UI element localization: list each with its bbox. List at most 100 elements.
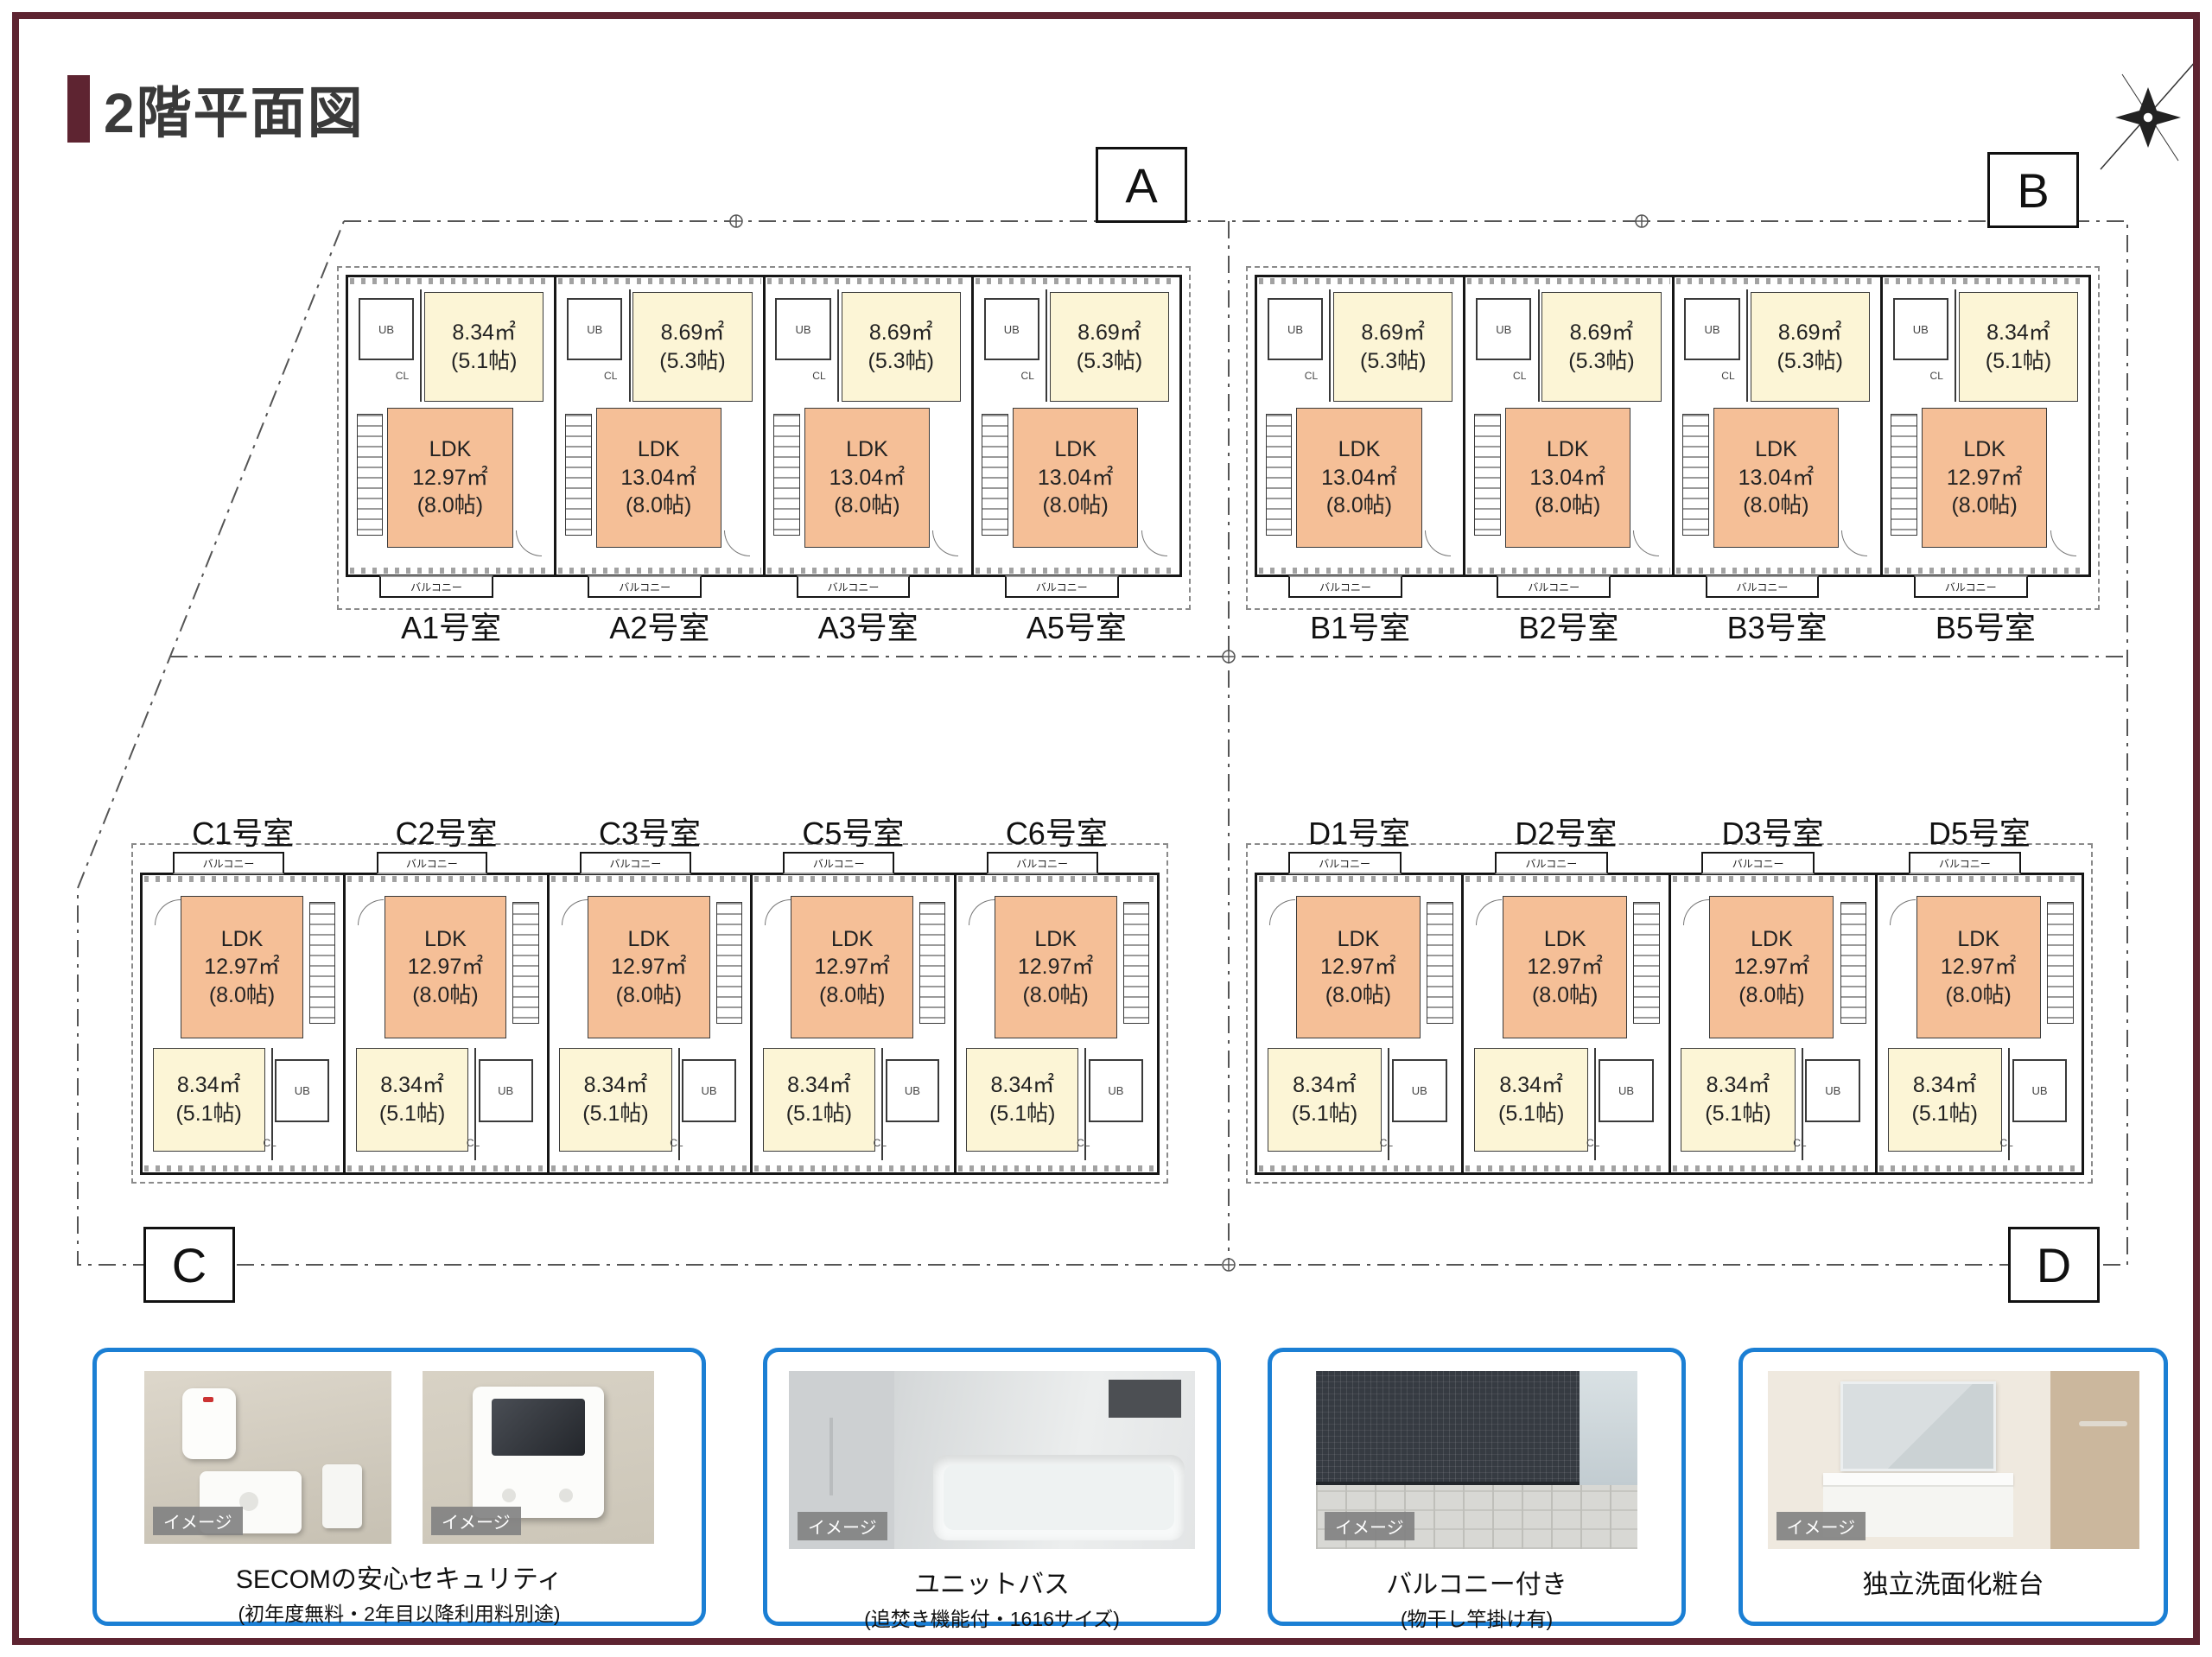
ldk-text: LDK [1337, 926, 1380, 951]
door-arc-icon [1633, 530, 1660, 557]
door-arc-icon [1269, 898, 1296, 925]
closet-label: CL [812, 369, 826, 382]
wall-hatch [1465, 876, 1667, 882]
unit-bath-box: UB [1684, 298, 1740, 361]
unit-bath-box: UB [1391, 1059, 1447, 1122]
closet-label: CL [604, 369, 618, 382]
bedroom-text: 8.69㎡ [1569, 321, 1634, 346]
unit-name-label: C6号室 [1005, 816, 1108, 851]
closet-label: CL [466, 1136, 480, 1149]
ldk-text: LDK [637, 437, 680, 462]
ldk-text: (8.0帖) [1534, 493, 1601, 518]
unit-bath-box: UB [983, 298, 1039, 361]
ldk-text: 13.04㎡ [829, 465, 906, 490]
wall-hatch [1884, 278, 2087, 284]
stairs-icon [1633, 901, 1661, 1024]
wall-hatch [957, 876, 1156, 882]
stairs-icon [564, 414, 592, 536]
ldk-text: 13.04㎡ [1738, 465, 1815, 490]
ldk-text: LDK [1546, 437, 1589, 462]
unit-name-label: D3号室 [1721, 816, 1824, 851]
bedroom-room: 8.34㎡(5.1帖) [966, 1047, 1079, 1152]
bathtub-shape [932, 1455, 1185, 1540]
closet-label: CL [670, 1136, 683, 1149]
wall-hatch [975, 278, 1178, 284]
door-arc-icon [1141, 530, 1167, 557]
bedroom-text: 8.34㎡ [1706, 1073, 1770, 1098]
bedroom-text: (5.1帖) [1498, 1101, 1565, 1126]
wall-hatch [1672, 1165, 1873, 1171]
bedroom-text: (5.3帖) [659, 348, 726, 373]
stairs-icon [356, 414, 384, 536]
unit-name-label: A1号室 [401, 610, 502, 645]
ldk-text: 12.97㎡ [1320, 955, 1396, 980]
image-watermark: イメージ [153, 1507, 243, 1535]
balcony: バルコニー [783, 852, 895, 874]
balcony: バルコニー [796, 575, 911, 598]
feature-photos: イメージ [1767, 1371, 2139, 1549]
vanity-mirror-shape [1840, 1381, 1996, 1471]
wall-hatch [350, 278, 553, 284]
bedroom-room: 8.69㎡(5.3帖) [841, 292, 961, 403]
bedroom-text: 8.34㎡ [1293, 1073, 1357, 1098]
page-title: 2階平面図 [104, 82, 365, 144]
balcony-screen-shape [1316, 1371, 1580, 1485]
unit-bath-box: UB [358, 298, 415, 361]
ldk-text: (8.0帖) [1951, 493, 2018, 518]
closet-label: CL [1077, 1136, 1090, 1149]
unit-bath-box: UB [1892, 298, 1948, 361]
wall-hatch [1467, 568, 1670, 574]
image-watermark: イメージ [431, 1507, 521, 1535]
unit-name-label: B2号室 [1518, 610, 1619, 645]
wall-hatch [347, 1165, 545, 1171]
photo-intercom-monitor: イメージ [423, 1371, 654, 1544]
bedroom-room: 8.34㎡(5.1帖) [1681, 1047, 1796, 1152]
unit-name-label: C3号室 [599, 816, 702, 851]
balcony: バルコニー [1497, 575, 1611, 598]
closet-label: CL [1793, 1136, 1807, 1149]
building-label-D: D [2008, 1227, 2100, 1303]
bedroom-text: (5.1帖) [378, 1101, 446, 1126]
inner-wall [836, 289, 839, 403]
wall-hatch [144, 1165, 342, 1171]
ldk-text: LDK [846, 437, 888, 462]
balcony: バルコニー [376, 852, 488, 874]
stairs-icon [715, 901, 742, 1024]
bedroom-text: 8.34㎡ [787, 1073, 851, 1098]
inner-wall [1084, 1047, 1087, 1161]
balcony: バルコニー [1495, 852, 1608, 874]
bedroom-text: 8.34㎡ [1912, 1073, 1977, 1098]
balcony: バルコニー [1287, 852, 1402, 874]
bedroom-text: 8.34㎡ [452, 321, 517, 346]
wall-hatch [558, 568, 761, 574]
image-watermark: イメージ [798, 1512, 887, 1540]
bedroom-room: 8.34㎡(5.1帖) [1474, 1047, 1589, 1152]
balcony: バルコニー [1913, 575, 2028, 598]
wall-hatch [1675, 278, 1878, 284]
ldk-text: (8.0帖) [208, 982, 276, 1007]
wall-hatch [766, 278, 969, 284]
wall-hatch [144, 876, 342, 882]
wall-hatch [975, 568, 1178, 574]
inner-wall [1388, 1047, 1390, 1161]
bedroom-room: 8.69㎡(5.3帖) [1049, 292, 1170, 403]
building-label-B: B [1987, 152, 2079, 228]
unit-bath-box: UB [1599, 1059, 1654, 1122]
inner-wall [474, 1047, 477, 1161]
